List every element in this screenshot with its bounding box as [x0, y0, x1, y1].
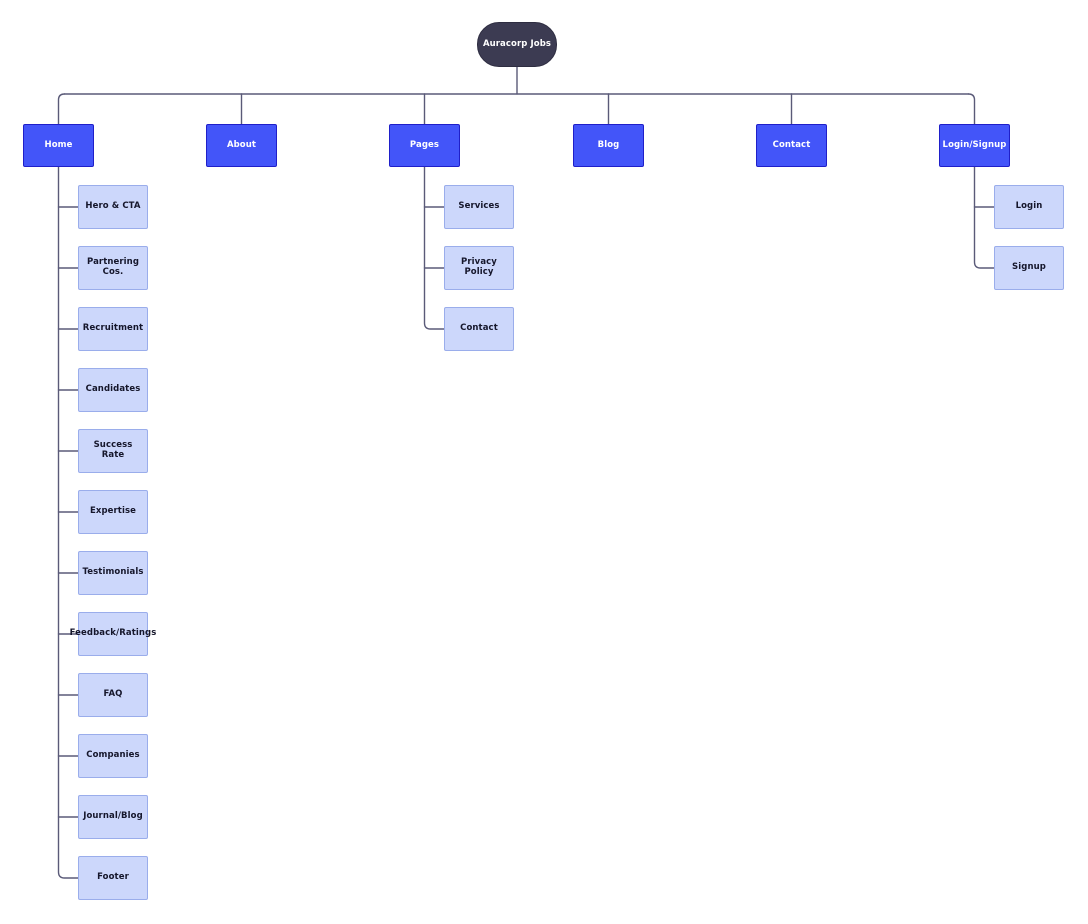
node-home-companies[interactable]: Companies: [78, 734, 148, 778]
node-auth-signup[interactable]: Signup: [994, 246, 1064, 290]
node-home-candidates-label: Candidates: [85, 384, 141, 395]
node-home-partnering[interactable]: Partnering Cos.: [78, 246, 148, 290]
node-home-footer[interactable]: Footer: [78, 856, 148, 900]
node-auth-login[interactable]: Login: [994, 185, 1064, 229]
node-home-success-rate-label: Success Rate: [93, 440, 133, 460]
node-pages-services-label: Services: [458, 201, 500, 212]
node-login-signup-label: Login/Signup: [942, 139, 1007, 150]
node-home-hero-cta-label: Hero & CTA: [85, 201, 141, 212]
node-blog[interactable]: Blog: [573, 124, 644, 167]
node-home-testimonials-label: Testimonials: [82, 567, 144, 578]
node-home-recruitment[interactable]: Recruitment: [78, 307, 148, 351]
node-contact-label: Contact: [772, 139, 811, 150]
node-home-expertise[interactable]: Expertise: [78, 490, 148, 534]
node-home-journal-blog[interactable]: Journal/Blog: [78, 795, 148, 839]
node-home-footer-label: Footer: [97, 872, 129, 883]
node-pages-privacy-policy-label: Privacy Policy: [461, 257, 497, 277]
node-home-testimonials[interactable]: Testimonials: [78, 551, 148, 595]
node-pages-services[interactable]: Services: [444, 185, 514, 229]
node-root-label: Auracorp Jobs: [482, 38, 552, 49]
node-pages[interactable]: Pages: [389, 124, 460, 167]
node-home-candidates[interactable]: Candidates: [78, 368, 148, 412]
node-home-partnering-label: Partnering Cos.: [86, 257, 140, 277]
node-home-feedback-label: Feedback/Ratings: [69, 628, 157, 639]
node-home-expertise-label: Expertise: [89, 506, 137, 517]
node-home-faq[interactable]: FAQ: [78, 673, 148, 717]
node-pages-label: Pages: [409, 139, 440, 150]
node-auth-login-label: Login: [1015, 201, 1043, 212]
node-home-hero-cta[interactable]: Hero & CTA: [78, 185, 148, 229]
node-home-label: Home: [44, 139, 73, 150]
node-about-label: About: [226, 139, 257, 150]
node-pages-contact[interactable]: Contact: [444, 307, 514, 351]
node-pages-contact-label: Contact: [460, 323, 498, 334]
node-home-journal-blog-label: Journal/Blog: [83, 811, 143, 822]
child-spine-home: [57, 166, 79, 879]
node-about[interactable]: About: [206, 124, 277, 167]
node-home-faq-label: FAQ: [103, 689, 123, 700]
child-spine-pages: [423, 166, 445, 330]
node-auth-signup-label: Signup: [1012, 262, 1046, 273]
node-contact[interactable]: Contact: [756, 124, 827, 167]
node-root[interactable]: Auracorp Jobs: [477, 22, 557, 67]
node-home-recruitment-label: Recruitment: [82, 323, 144, 334]
node-login-signup[interactable]: Login/Signup: [939, 124, 1010, 167]
node-home[interactable]: Home: [23, 124, 94, 167]
node-home-success-rate[interactable]: Success Rate: [78, 429, 148, 473]
child-spine-login-signup: [973, 166, 995, 269]
node-home-companies-label: Companies: [86, 750, 140, 761]
node-blog-label: Blog: [597, 139, 620, 150]
node-pages-privacy-policy[interactable]: Privacy Policy: [444, 246, 514, 290]
node-home-feedback[interactable]: Feedback/Ratings: [70, 612, 156, 656]
branch-connector-login-signup: [967, 93, 976, 125]
branch-connector-home: [57, 93, 66, 125]
